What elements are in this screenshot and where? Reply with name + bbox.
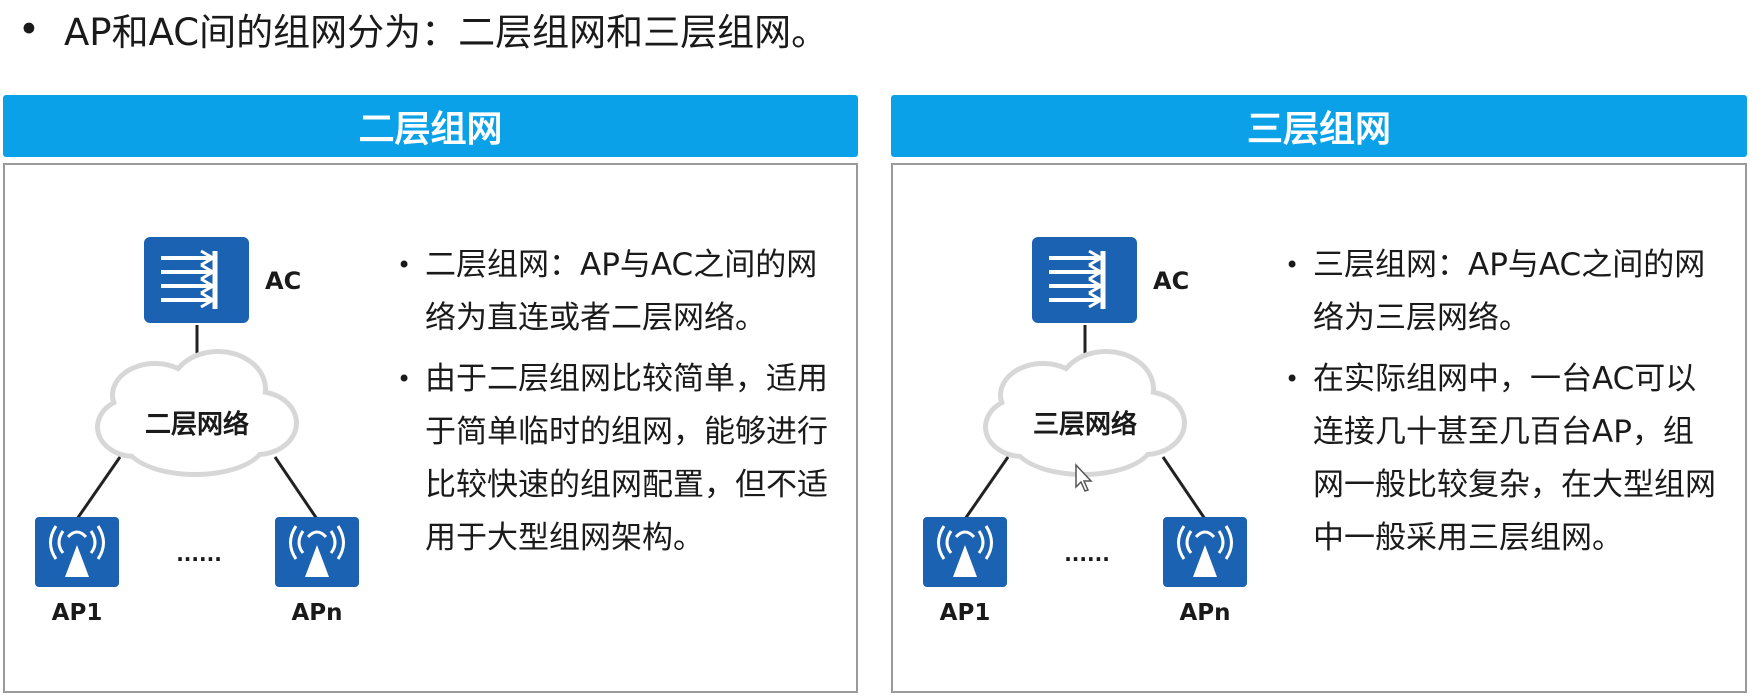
cloud-ap1-link	[963, 456, 1010, 520]
ap1-label: AP1	[940, 600, 991, 626]
ac-label: AC	[265, 267, 301, 295]
bullet-item: 三层组网：AP与AC之间的网络为三层网络。	[1285, 239, 1721, 345]
panel-header-layer2: 二层组网	[3, 95, 858, 157]
slide-title: AP和AC间的组网分为：二层组网和三层组网。	[64, 11, 829, 54]
apn-label: APn	[1179, 600, 1230, 626]
access-point-icon	[35, 517, 119, 587]
ap1-label: AP1	[52, 600, 103, 626]
network-cloud-icon	[95, 349, 299, 477]
access-point-icon	[1163, 517, 1247, 587]
bullet-list: 二层组网：AP与AC之间的网络为直连或者二层网络。 由于二层组网比较简单，适用于…	[397, 239, 833, 565]
mouse-cursor-icon	[1075, 463, 1093, 492]
ac-controller-icon	[1032, 237, 1137, 323]
bullet-item: 由于二层组网比较简单，适用于简单临时的组网，能够进行比较快速的组网配置，但不适用…	[397, 353, 833, 565]
panel-layer3: AC 三层网络	[891, 163, 1747, 693]
access-point-icon	[923, 517, 1007, 587]
panel-title: 三层组网	[1246, 109, 1391, 150]
ac-controller-icon	[144, 237, 249, 323]
access-point-icon	[275, 517, 359, 587]
cloud-label: 二层网络	[145, 409, 249, 440]
bullet-item: 在实际组网中，一台AC可以连接几十甚至几百台AP，组网一般比较复杂，在大型组网中…	[1285, 353, 1721, 565]
cloud-ap1-link	[75, 456, 122, 520]
slide-bullet: • AP和AC间的组网分为：二层组网和三层组网。	[18, 4, 829, 55]
network-diagram-layer2: AC 二层网络	[35, 237, 359, 626]
cloud-apn-link	[273, 456, 319, 520]
bullet-item: 二层组网：AP与AC之间的网络为直连或者二层网络。	[397, 239, 833, 345]
panel-layer2: AC 二层网络	[3, 163, 858, 693]
apn-label: APn	[291, 600, 342, 626]
bullet-dot: •	[18, 7, 40, 51]
bullet-list: 三层组网：AP与AC之间的网络为三层网络。 在实际组网中，一台AC可以连接几十甚…	[1285, 239, 1721, 565]
ellipsis: ......	[1064, 542, 1110, 566]
network-cloud-icon	[983, 349, 1187, 477]
cloud-apn-link	[1161, 456, 1207, 520]
ellipsis: ......	[176, 542, 222, 566]
panel-title: 二层组网	[358, 109, 503, 150]
ac-label: AC	[1153, 267, 1189, 295]
panel-header-layer3: 三层组网	[891, 95, 1747, 157]
network-diagram-layer3: AC 三层网络	[923, 237, 1247, 626]
cloud-label: 三层网络	[1033, 409, 1137, 440]
